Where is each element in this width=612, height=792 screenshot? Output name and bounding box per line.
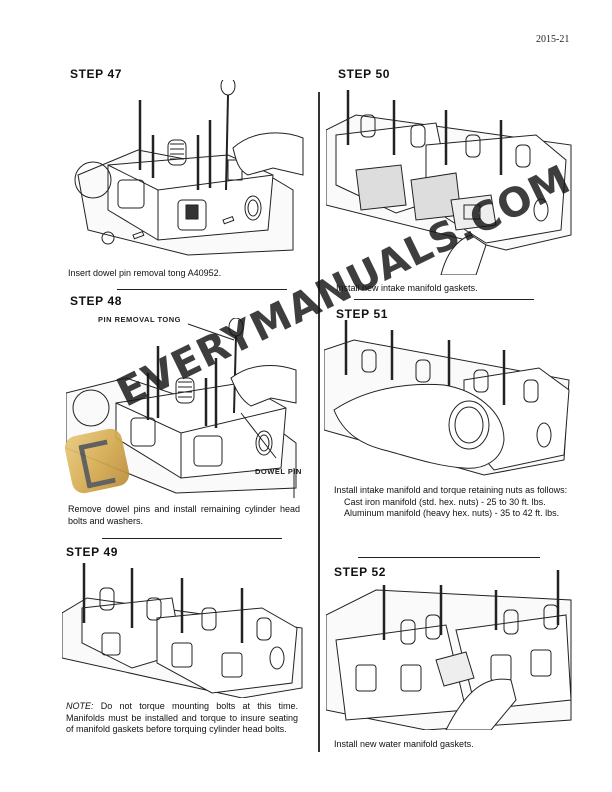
spec-aluminum: Aluminum manifold (heavy hex. nuts) - 35… bbox=[344, 508, 560, 518]
page-number: 2015-21 bbox=[536, 34, 570, 45]
step-52-title: STEP 52 bbox=[334, 565, 387, 579]
step-50-illustration bbox=[326, 85, 576, 275]
step-48-rule bbox=[102, 538, 282, 540]
step-52-caption: Install new water manifold gaskets. bbox=[334, 739, 474, 749]
step-49-caption: Do not torque mounting bolts at this tim… bbox=[66, 701, 298, 734]
step-47-illustration bbox=[68, 80, 308, 260]
step-52-illustration bbox=[326, 570, 576, 730]
step-47-rule bbox=[117, 289, 287, 291]
column-divider bbox=[318, 92, 320, 752]
step-48-title: STEP 48 bbox=[70, 294, 123, 308]
step-50-title: STEP 50 bbox=[338, 67, 391, 81]
note-label: NOTE: bbox=[66, 701, 94, 711]
step-50-caption: Install new intake manifold gaskets. bbox=[336, 283, 478, 293]
spec-cast-iron: Cast iron manifold (std. hex. nuts) - 25… bbox=[344, 496, 546, 507]
step-47-title: STEP 47 bbox=[70, 67, 123, 81]
step-51-rule bbox=[358, 557, 540, 559]
logo-e-icon bbox=[78, 439, 116, 489]
step-51-instruction: Install intake manifold and torque retai… bbox=[334, 485, 568, 495]
step-49-note: NOTE: Do not torque mounting bolts at th… bbox=[66, 701, 298, 736]
step-49-title: STEP 49 bbox=[66, 545, 119, 559]
step-50-rule bbox=[354, 299, 534, 301]
step-47-caption: Insert dowel pin removal tong A40952. bbox=[68, 268, 222, 278]
step-49-illustration bbox=[62, 558, 312, 698]
pin-removal-tong-callout: PIN REMOVAL TONG bbox=[98, 315, 182, 324]
step-51-title: STEP 51 bbox=[336, 307, 389, 321]
step-51-caption: Install intake manifold and torque retai… bbox=[334, 485, 570, 520]
watermark-logo bbox=[62, 426, 132, 496]
step-51-illustration bbox=[324, 320, 574, 480]
step-48-caption: Remove dowel pins and install remaining … bbox=[68, 504, 300, 526]
dowel-pin-callout: DOWEL PIN bbox=[255, 467, 302, 476]
